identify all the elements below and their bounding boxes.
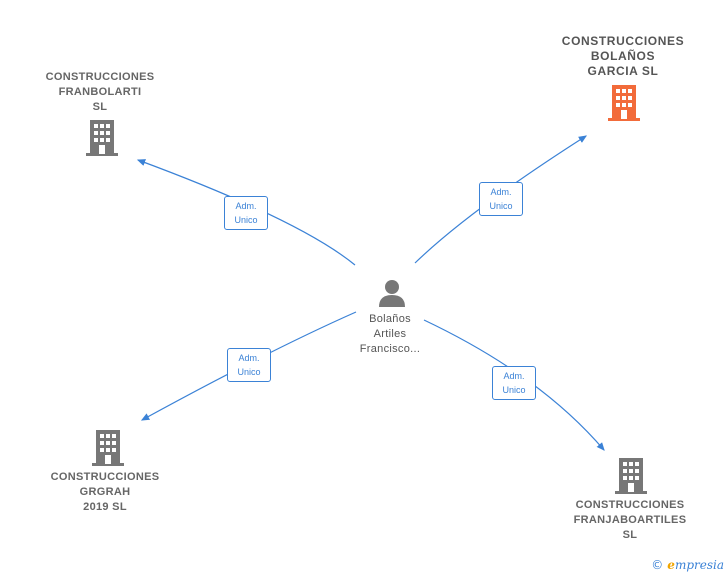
building-icon[interactable] <box>615 458 647 494</box>
center-person-label: Bolaños Artiles Francisco... <box>359 313 421 355</box>
person-icon <box>379 280 405 307</box>
building-icon[interactable] <box>92 430 124 466</box>
edge-label-bottom-left: Adm.Unico <box>227 348 271 382</box>
edge-label-top-left: Adm.Unico <box>224 196 268 230</box>
brand-name: mpresia <box>674 558 724 572</box>
edge-label-top-right: Adm.Unico <box>479 182 523 216</box>
copyright-icon: © <box>651 558 664 572</box>
brand-initial: e <box>667 558 675 572</box>
company-bottom-left-label[interactable]: CONSTRUCCIONES GRGRAH 2019 SL <box>50 471 160 513</box>
edge-top-left <box>136 159 356 266</box>
brand-footer: ©empresia <box>651 558 724 572</box>
company-bottom-right-label[interactable]: CONSTRUCCIONES FRANJABOARTILES SL <box>573 499 687 541</box>
company-top-right-label[interactable]: CONSTRUCCIONES BOLAÑOS GARCIA SL <box>561 34 685 78</box>
building-icon[interactable] <box>86 120 118 156</box>
building-icon-main[interactable] <box>608 85 640 121</box>
edge-label-bottom-right: Adm.Unico <box>492 366 536 400</box>
company-top-left-label[interactable]: CONSTRUCCIONES FRANBOLARTI SL <box>45 71 155 113</box>
